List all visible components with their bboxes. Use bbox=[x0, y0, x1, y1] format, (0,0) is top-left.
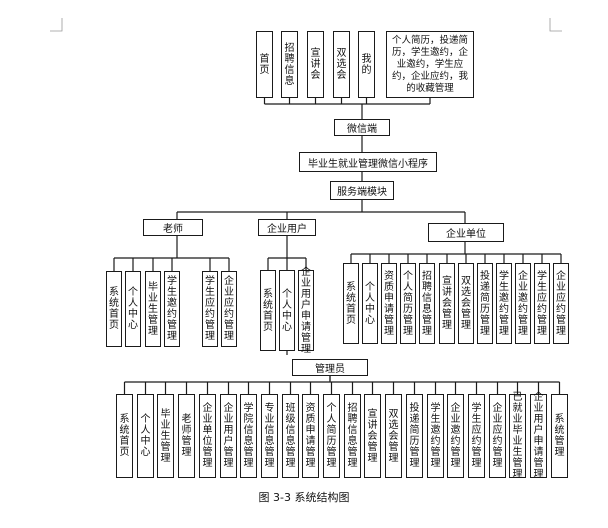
top-node-4: 我的 bbox=[358, 31, 375, 98]
admin-child-6: 学院信息管理 bbox=[240, 394, 257, 478]
admin-child-1: 个人中心 bbox=[137, 394, 154, 478]
company-child-3: 个人简历管理 bbox=[400, 263, 416, 344]
teacher-child-4: 学生应约管理 bbox=[202, 271, 218, 347]
top-node-3: 双选会 bbox=[333, 31, 350, 98]
teacher-child-2: 毕业生管理 bbox=[145, 271, 161, 347]
admin-child-0: 系统首页 bbox=[116, 394, 133, 478]
admin-child-11: 招聘信息管理 bbox=[344, 394, 361, 478]
admin-child-19: 已就业毕业生管理 bbox=[509, 392, 526, 480]
company-user-child-2: 企业用户申请管理 bbox=[298, 267, 314, 355]
teacher-child-3: 学生邀约管理 bbox=[164, 271, 180, 347]
teacher-child-0: 系统首页 bbox=[106, 271, 122, 347]
company-child-7: 投递简历管理 bbox=[477, 263, 493, 344]
admin-child-5: 企业用户管理 bbox=[220, 394, 237, 478]
admin-child-18: 企业应约管理 bbox=[489, 394, 506, 478]
admin-child-13: 双选会管理 bbox=[385, 394, 402, 478]
admin-child-4: 企业单位管理 bbox=[199, 394, 216, 478]
miniprogram-node: 毕业生就业管理微信小程序 bbox=[299, 152, 437, 172]
admin-child-15: 学生邀约管理 bbox=[427, 394, 444, 478]
top-node-0: 首页 bbox=[256, 31, 273, 98]
admin-child-2: 毕业生管理 bbox=[157, 394, 174, 478]
admin-child-20: 企业用户申请管理 bbox=[530, 392, 547, 480]
company-child-9: 企业邀约管理 bbox=[515, 263, 531, 344]
admin-child-8: 班级信息管理 bbox=[282, 394, 299, 478]
company-child-10: 学生应约管理 bbox=[534, 263, 550, 344]
teacher-child-1: 个人中心 bbox=[125, 271, 141, 347]
company-child-11: 企业应约管理 bbox=[553, 263, 569, 344]
top-node-2: 宣讲会 bbox=[307, 31, 324, 98]
admin-child-17: 学生应约管理 bbox=[468, 394, 485, 478]
admin-child-3: 老师管理 bbox=[178, 394, 195, 478]
company-child-8: 学生邀约管理 bbox=[496, 263, 512, 344]
admin-child-12: 宣讲会管理 bbox=[364, 394, 381, 478]
my-functions-note: 个人简历，投递简历，学生邀约，企业邀约，学生应约，企业应约，我的收藏管理 bbox=[386, 31, 474, 98]
company-user-child-0: 系统首页 bbox=[260, 270, 276, 351]
admin-node: 管理员 bbox=[292, 359, 368, 376]
company-child-5: 宣讲会管理 bbox=[439, 263, 455, 344]
company-user-node: 企业用户 bbox=[258, 219, 316, 236]
admin-child-7: 专业信息管理 bbox=[261, 394, 278, 478]
admin-child-21: 系统管理 bbox=[551, 394, 568, 478]
company-child-0: 系统首页 bbox=[343, 263, 359, 344]
wechat-node: 微信端 bbox=[334, 119, 390, 136]
company-child-6: 双选会管理 bbox=[458, 263, 474, 344]
company-child-4: 招聘信息管理 bbox=[419, 263, 435, 344]
server-node: 服务端模块 bbox=[330, 181, 394, 200]
company-child-1: 个人中心 bbox=[362, 263, 378, 344]
company-user-child-1: 个人中心 bbox=[279, 270, 295, 351]
teacher-node: 老师 bbox=[143, 219, 203, 236]
admin-child-10: 个人简历管理 bbox=[323, 394, 340, 478]
teacher-child-5: 企业应约管理 bbox=[221, 271, 237, 347]
admin-child-14: 投递简历管理 bbox=[406, 394, 423, 478]
company-child-2: 资质申请管理 bbox=[381, 263, 397, 344]
top-node-1: 招聘信息 bbox=[281, 31, 298, 98]
admin-child-9: 资质申请管理 bbox=[302, 394, 319, 478]
admin-child-16: 企业邀约管理 bbox=[447, 394, 464, 478]
figure-caption: 图 3-3 系统结构图 bbox=[258, 491, 350, 504]
company-node: 企业单位 bbox=[428, 223, 504, 242]
